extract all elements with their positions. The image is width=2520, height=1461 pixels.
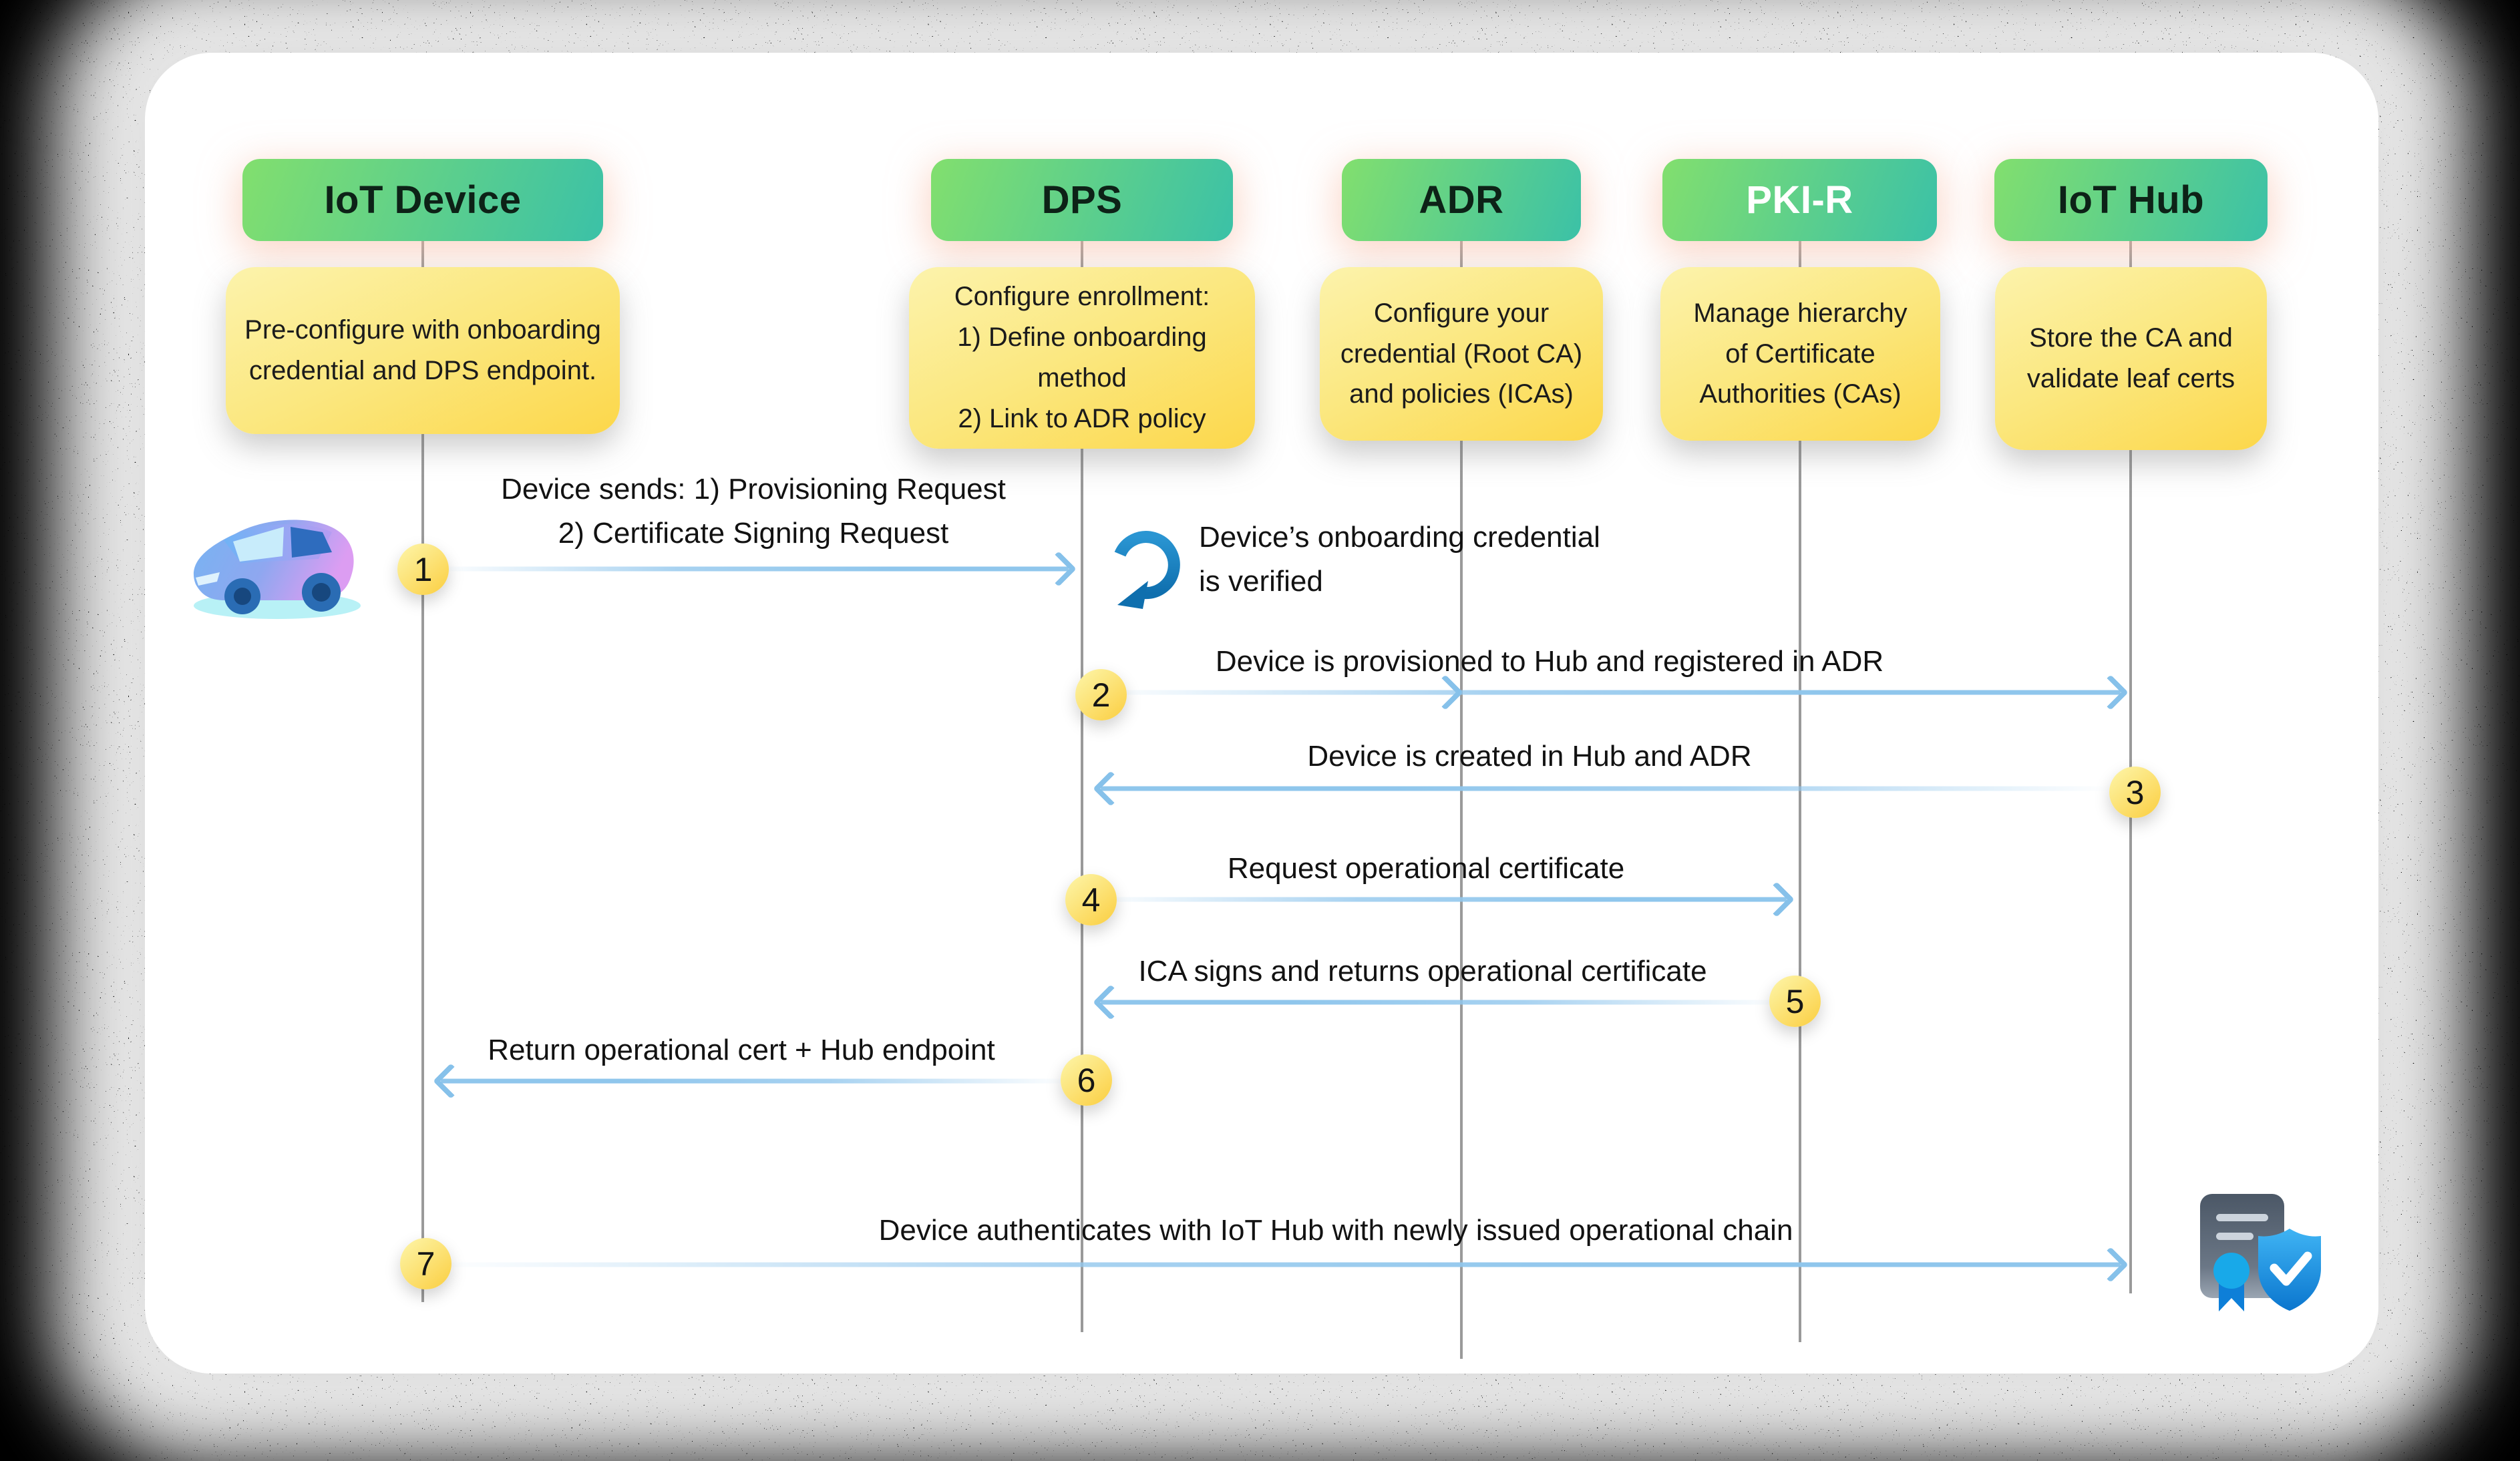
message-arrow-step-4 bbox=[1095, 879, 1795, 919]
lifeline-dps bbox=[1081, 241, 1083, 1332]
message-label-step-2: Device is provisioned to Hub and registe… bbox=[1215, 645, 1884, 678]
message-arrow-step-6 bbox=[433, 1061, 1069, 1101]
arrow-shaft bbox=[437, 566, 1069, 572]
diagram-card bbox=[145, 53, 2378, 1374]
lifeline-pki-r bbox=[1799, 241, 1801, 1342]
actor-note-pki-r: Manage hierarchy of Certificate Authorit… bbox=[1660, 267, 1940, 441]
step-badge-1: 1 bbox=[397, 544, 449, 595]
step-badge-5: 5 bbox=[1769, 976, 1821, 1027]
actor-header-iot-device: IoT Device bbox=[242, 159, 603, 241]
message-arrow-step-3 bbox=[1093, 769, 2111, 809]
message-arrow-step-7 bbox=[434, 1245, 2129, 1285]
message-arrow-step-2 bbox=[1095, 672, 2129, 712]
message-label-step-6: Return operational cert + Hub endpoint bbox=[488, 1034, 995, 1066]
arrow-shaft bbox=[1095, 897, 1787, 902]
message-label-self-loop: Device’s onboarding credential is verifi… bbox=[1199, 521, 1600, 598]
arrow-shaft bbox=[1101, 786, 2111, 791]
message-label-step-7: Device authenticates with IoT Hub with n… bbox=[878, 1214, 1793, 1247]
actor-header-pki-r: PKI-R bbox=[1662, 159, 1937, 241]
message-label-step-5: ICA signs and returns operational certif… bbox=[1138, 955, 1707, 988]
lifeline-iot-device bbox=[421, 241, 424, 1302]
step-badge-7: 7 bbox=[400, 1238, 452, 1289]
actor-note-iot-hub: Store the CA and validate leaf certs bbox=[1995, 267, 2267, 450]
arrow-shaft bbox=[1101, 1000, 1783, 1005]
arrow-shaft bbox=[434, 1262, 2121, 1267]
step-badge-3: 3 bbox=[2109, 767, 2161, 818]
message-arrow-step-1 bbox=[437, 549, 1077, 589]
step-badge-4: 4 bbox=[1065, 874, 1117, 925]
actor-note-iot-device: Pre-configure with onboarding credential… bbox=[226, 267, 620, 434]
step-badge-2: 2 bbox=[1075, 669, 1127, 720]
actor-header-adr: ADR bbox=[1342, 159, 1581, 241]
certificate-with-shield-check-icon bbox=[2200, 1194, 2321, 1311]
message-label-step-4: Request operational certificate bbox=[1227, 852, 1625, 885]
actor-note-dps: Configure enrollment: 1) Define onboardi… bbox=[909, 267, 1255, 449]
message-label-step-1: Device sends: 1) Provisioning Request 2)… bbox=[501, 473, 1006, 550]
lifeline-adr bbox=[1460, 241, 1463, 1359]
actor-header-dps: DPS bbox=[931, 159, 1233, 241]
step-badge-6: 6 bbox=[1061, 1054, 1112, 1106]
actor-note-adr: Configure your credential (Root CA) and … bbox=[1320, 267, 1603, 441]
arrow-shaft bbox=[441, 1078, 1069, 1084]
actor-header-iot-hub: IoT Hub bbox=[1994, 159, 2268, 241]
message-arrow-step-5 bbox=[1093, 982, 1783, 1022]
car-icon bbox=[193, 519, 361, 619]
arrow-shaft bbox=[1095, 690, 2121, 695]
message-label-step-3: Device is created in Hub and ADR bbox=[1307, 740, 1752, 773]
clockwise-curved-arrow-icon bbox=[1114, 531, 1180, 609]
